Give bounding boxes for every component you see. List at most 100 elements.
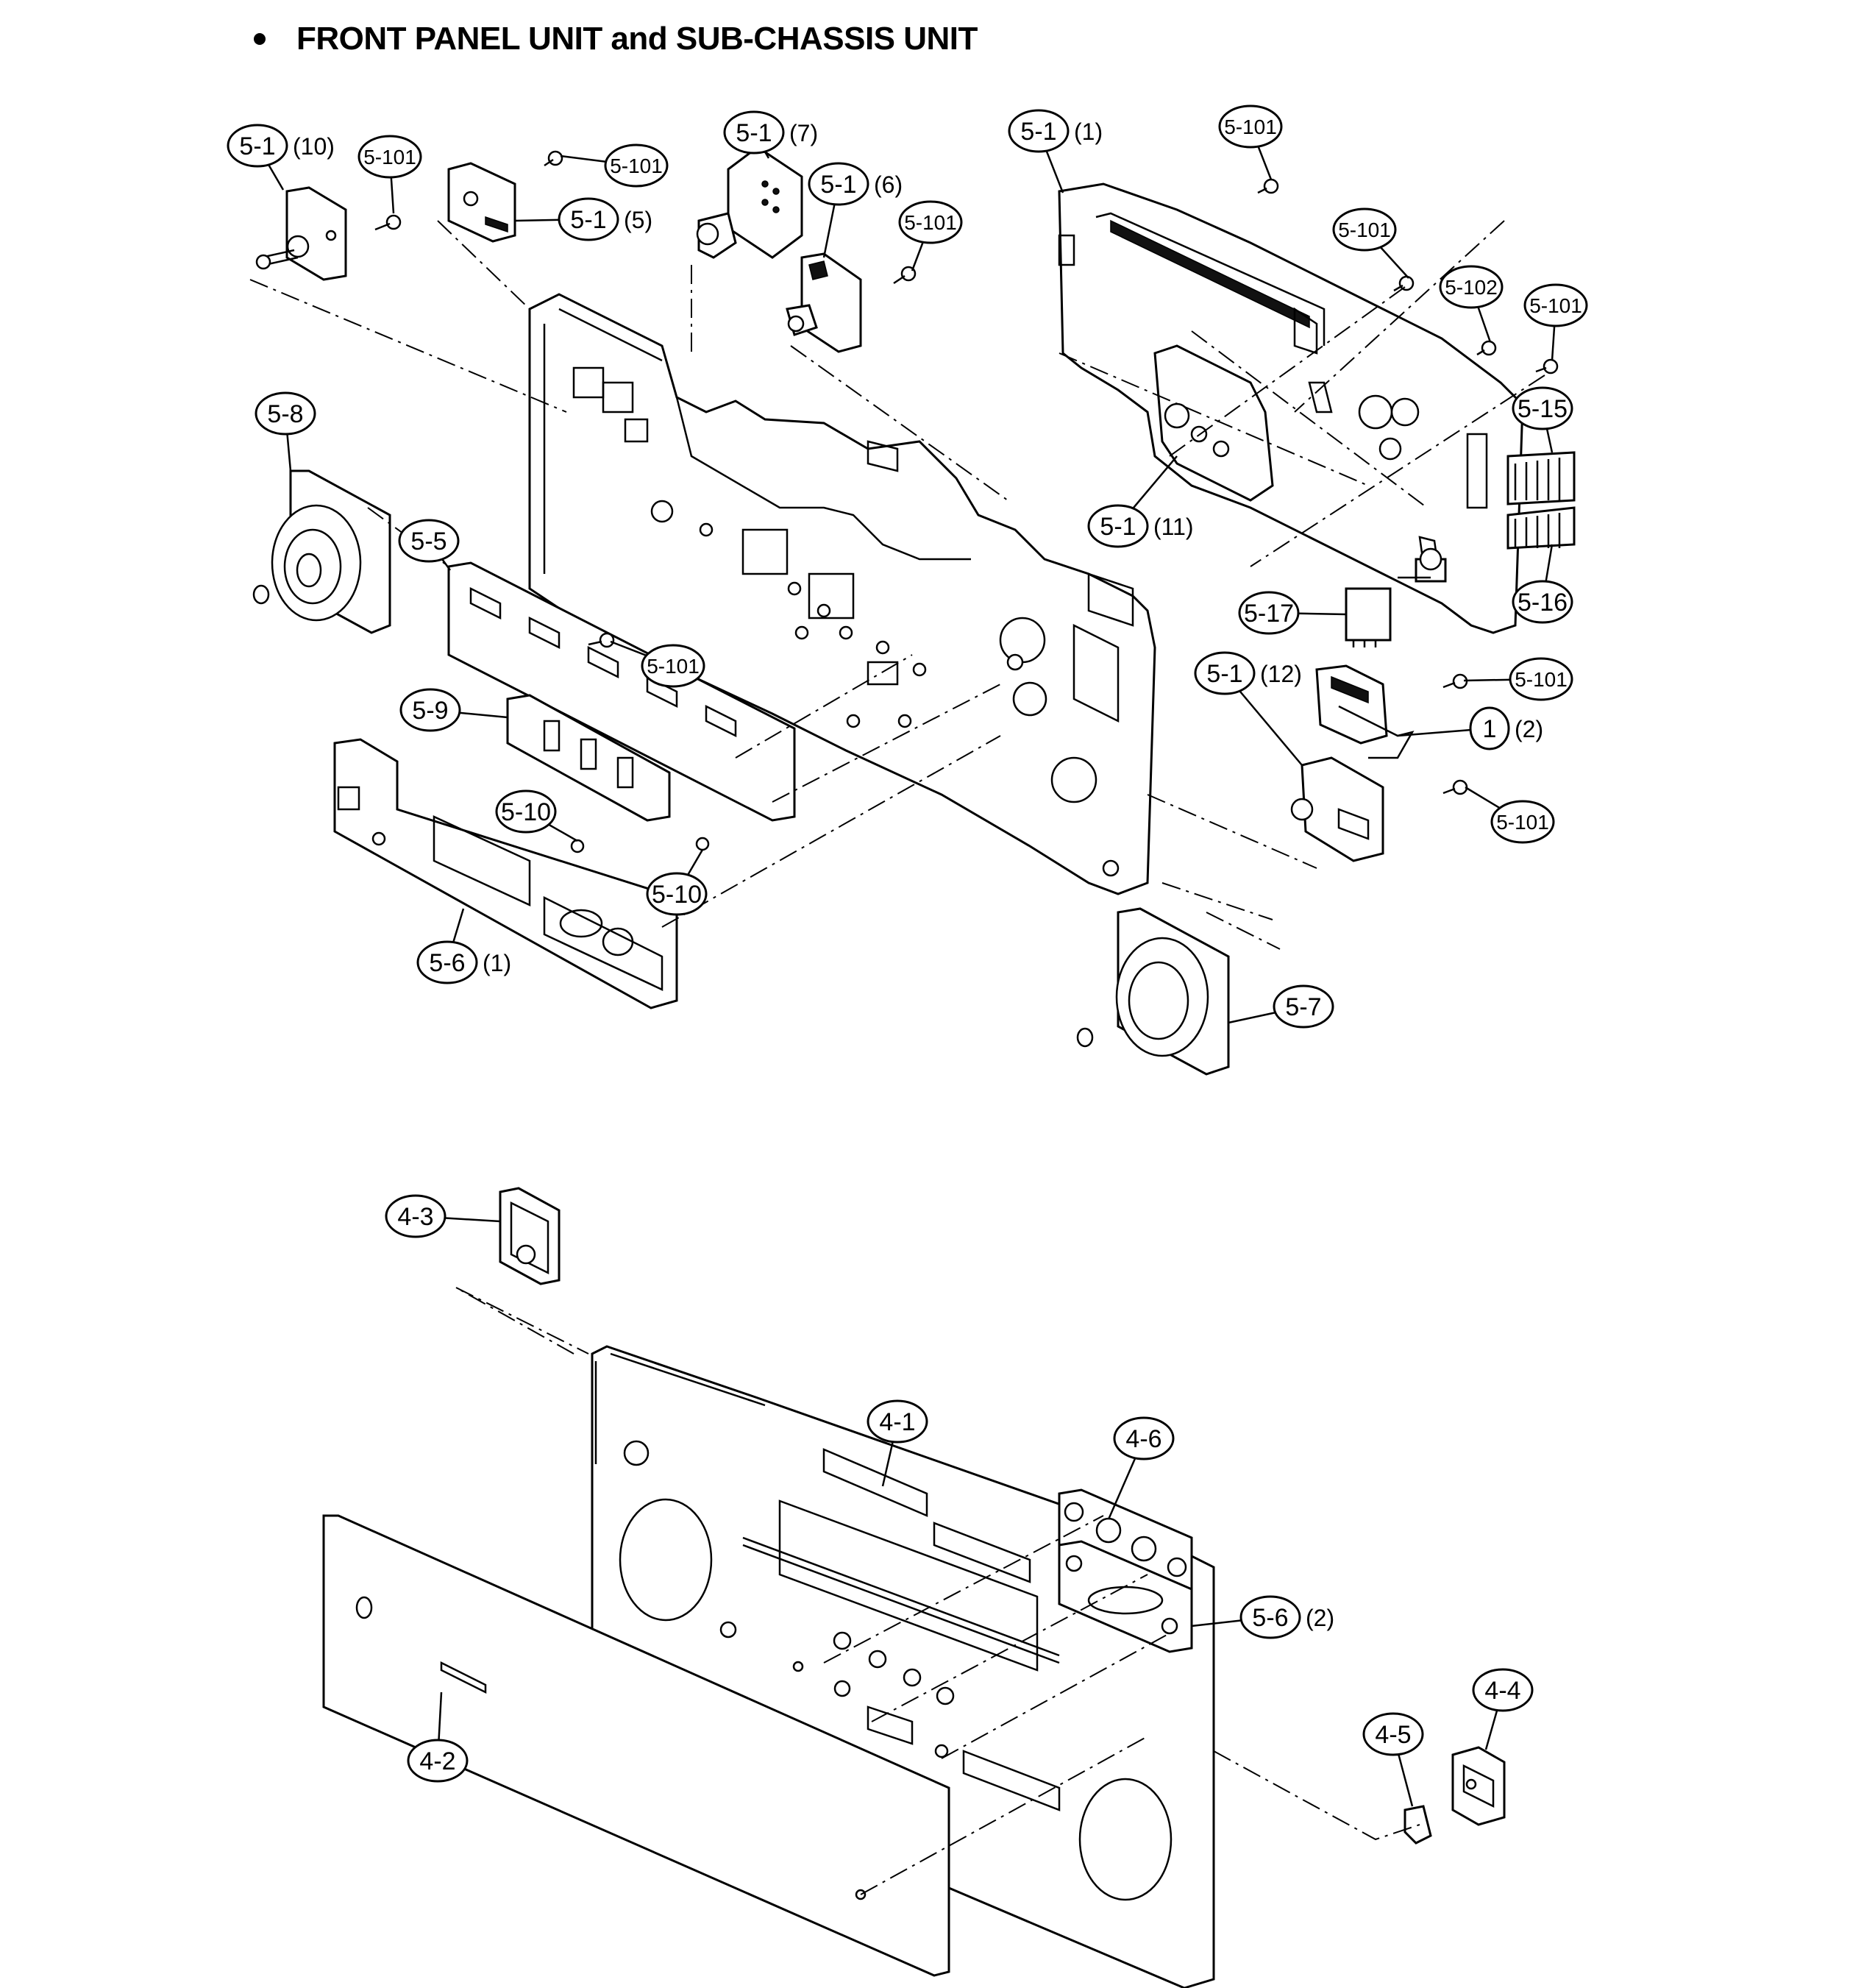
callout-suffix: (6) — [874, 171, 903, 198]
callout-5-6-1: 5-6(1) — [416, 908, 511, 984]
callout-5-101: 5-101 — [1465, 786, 1555, 844]
callout-5-101: 5-101 — [898, 200, 963, 271]
knob-module-5-7 — [1076, 907, 1230, 1076]
pcb-5-1-12 — [1290, 664, 1415, 862]
callout-id: 5-1 — [820, 171, 856, 199]
part-4-3 — [499, 1187, 561, 1285]
callout-bubble — [227, 124, 288, 168]
callout-bubble — [1239, 1595, 1301, 1639]
callout-5-1-5: 5-1(5) — [514, 197, 652, 241]
callout-bubble — [646, 872, 708, 916]
callout-bubble — [495, 789, 557, 834]
callout-5-10: 5-10 — [495, 789, 578, 842]
callout-suffix: (7) — [789, 120, 818, 146]
callout-bubble — [1490, 800, 1555, 844]
callout-5-6-2: 5-6 (2) — [1191, 1595, 1334, 1639]
callout-suffix: (10) — [293, 133, 335, 160]
callout-id: 5-1 — [1100, 513, 1136, 541]
callout-id: 4-4 — [1484, 1677, 1520, 1705]
callout-id: 5-8 — [267, 400, 303, 428]
callout-id: 5-16 — [1518, 589, 1568, 617]
callout-5-101: 5-101 — [610, 640, 705, 688]
knob-module-5-8 — [252, 469, 391, 634]
callout-4-2: 4-2 — [407, 1691, 469, 1783]
callout-id: 5-10 — [652, 881, 702, 909]
callout-5-10: 5-10 — [646, 849, 708, 916]
connector-5-16 — [1506, 506, 1576, 550]
callout-5-16: 5-16 — [1512, 544, 1573, 624]
callout-5-101: 5-101 — [560, 143, 669, 188]
main-pcb-5-1-1 — [1058, 182, 1524, 634]
callout-bubble — [1512, 580, 1573, 624]
callout-bubble — [1273, 984, 1334, 1029]
callout-bubble — [558, 197, 619, 241]
callout-bubble — [1469, 706, 1510, 750]
callout-suffix: (2) — [1306, 1605, 1334, 1631]
callout-id: 5-1 — [1206, 660, 1242, 688]
callout-bubble — [1332, 207, 1397, 252]
callout-5-1-1: 5-1(1) — [1008, 109, 1103, 194]
callout-bubble — [898, 200, 963, 244]
diagram-title: FRONT PANEL UNIT and SUB-CHASSIS UNIT — [296, 21, 978, 57]
callout-id: 4-3 — [397, 1203, 433, 1231]
callout-bubble — [1362, 1712, 1424, 1756]
pcb-5-1-6 — [786, 252, 862, 353]
connector-5-15 — [1506, 451, 1576, 505]
callout-id: 5-1 — [736, 119, 772, 147]
callout-5-1-12: 5-1 (12) — [1194, 651, 1303, 766]
callout-id: 1 — [1483, 715, 1497, 743]
callout-bubble — [1008, 109, 1070, 153]
screw-5-10-left — [570, 839, 585, 853]
title-bullet — [254, 33, 266, 45]
callout-id: 5-10 — [501, 798, 551, 826]
callout-id: 5-6 — [1252, 1604, 1288, 1632]
callout-bubble — [867, 1399, 928, 1444]
callout-suffix: (11) — [1153, 514, 1194, 540]
callout-5-101: 5-101 — [1218, 104, 1283, 180]
callout-5-15: 5-15 — [1512, 386, 1573, 453]
callout-id: 4-5 — [1375, 1721, 1411, 1749]
callout-id: 5-9 — [412, 697, 448, 725]
callout-suffix: (12) — [1260, 661, 1302, 687]
callout-5-101: 5-101 — [1523, 283, 1588, 361]
callout-5-9: 5-9 — [399, 688, 508, 732]
callout-id: 5-101 — [1496, 811, 1549, 834]
callout-bubble — [407, 1739, 469, 1783]
callout-5-101: 5-101 — [357, 135, 422, 214]
callout-bubble — [723, 110, 785, 155]
callout-id: 5-101 — [1224, 116, 1277, 138]
callout-bubble — [1523, 283, 1588, 327]
button-strip-5-5 — [447, 561, 796, 822]
screw-5-10-right — [695, 837, 710, 851]
callout-bubble — [1238, 591, 1300, 635]
callout-bubble — [255, 391, 316, 436]
callout-id: 5-101 — [647, 655, 700, 678]
callout-5-1-6: 5-1 (6) — [808, 162, 903, 258]
callout-id: 4-2 — [419, 1747, 455, 1775]
pcb-5-1-7 — [696, 146, 803, 259]
callout-id: 5-1 — [239, 132, 275, 160]
part-4-4 — [1451, 1746, 1506, 1826]
callout-bubble — [1472, 1668, 1534, 1712]
callout-4-1: 4-1 — [867, 1399, 928, 1487]
leader-lines-lower — [455, 1287, 1420, 1895]
callout-bubble — [1439, 265, 1504, 309]
pcb-5-1-10 — [255, 186, 347, 281]
callout-id: 5-6 — [429, 949, 465, 977]
pcb-5-1-5 — [447, 162, 516, 243]
callout-id: 5-101 — [1529, 294, 1582, 317]
screws-5-101 — [374, 150, 1559, 795]
callout-bubble — [1194, 651, 1256, 695]
callout-bubble — [1512, 386, 1573, 430]
callout-bubble — [385, 1194, 446, 1238]
callout-id: 5-101 — [363, 146, 416, 168]
callout-4-4: 4-4 — [1472, 1668, 1534, 1750]
callout-5-1-11: 5-1 (11) — [1087, 455, 1194, 548]
callout-bubble — [357, 135, 422, 179]
callout-4-5: 4-5 — [1362, 1712, 1424, 1807]
callout-bubble — [641, 644, 705, 688]
callout-id: 5-101 — [610, 155, 663, 177]
callout-id: 5-101 — [1338, 219, 1391, 241]
